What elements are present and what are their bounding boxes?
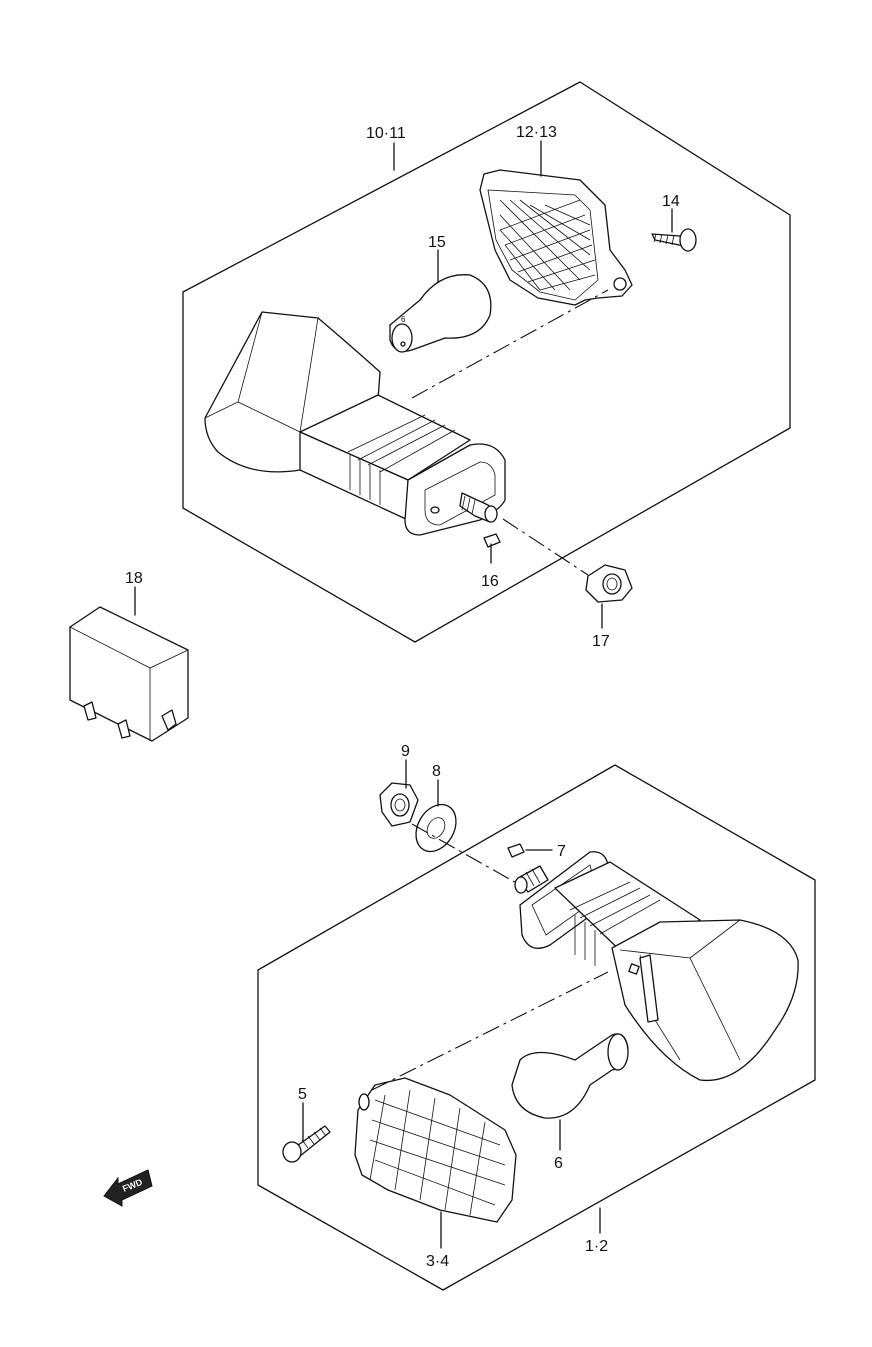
forward-direction-arrow: FWD <box>103 1169 153 1207</box>
lower-housing <box>514 851 799 1082</box>
lower-screw <box>282 1125 331 1163</box>
callout-10-11: 10·11 <box>366 125 406 142</box>
upper-housing <box>204 311 506 536</box>
callout-8: 8 <box>432 763 441 780</box>
upper-turn-signal-assembly: 6 <box>182 81 791 643</box>
callout-18: 18 <box>125 570 143 587</box>
upper-screw <box>651 228 697 252</box>
callout-14: 14 <box>662 193 680 210</box>
callout-17: 17 <box>592 633 610 650</box>
lower-group-outline <box>257 764 816 1291</box>
lower-bulb <box>511 1033 629 1119</box>
callout-labels: 10·11 12·13 14 15 16 17 18 9 8 7 5 6 3·4… <box>125 124 680 1270</box>
lower-nut <box>379 782 419 827</box>
callout-12-13: 12·13 <box>516 124 557 141</box>
callout-9: 9 <box>401 743 410 760</box>
upper-bulb: 6 <box>389 274 492 353</box>
callout-3-4: 3·4 <box>426 1253 449 1270</box>
upper-group-outline <box>182 81 791 643</box>
lower-washer <box>415 803 457 853</box>
callout-6: 6 <box>554 1155 563 1172</box>
relay-unit <box>69 586 189 742</box>
callout-1-2: 1·2 <box>585 1238 608 1255</box>
upper-clip <box>483 533 501 548</box>
callout-5: 5 <box>298 1086 307 1103</box>
upper-lens <box>479 169 633 306</box>
lower-lens <box>354 1077 517 1223</box>
lower-turn-signal-assembly <box>257 759 816 1291</box>
svg-text:6: 6 <box>401 315 406 324</box>
lower-clip <box>507 843 525 858</box>
callout-15: 15 <box>428 234 446 251</box>
callout-7: 7 <box>557 843 566 860</box>
callout-16: 16 <box>481 573 499 590</box>
upper-nut <box>585 564 633 603</box>
